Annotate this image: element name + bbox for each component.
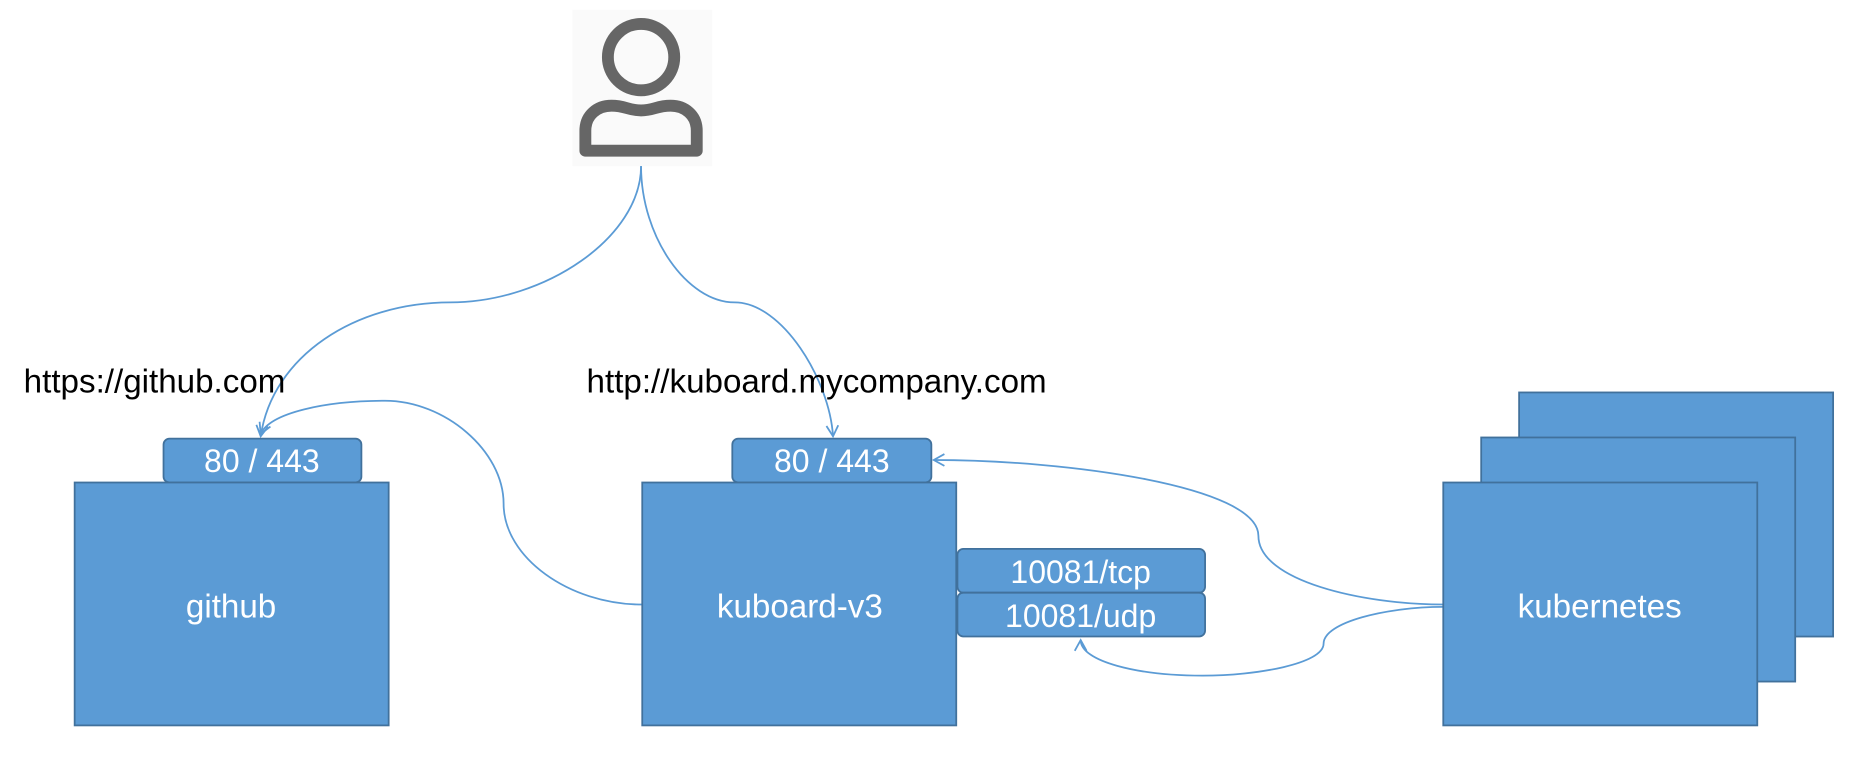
kuboard-udp-tab [956,591,1206,638]
kuboard-label: kuboard-v3 [717,589,883,626]
kubernetes-node: kubernetes [1442,391,1835,727]
kubernetes-to-kuboard-http-link [931,453,1444,606]
kubernetes-to-kuboard-udp-link [1073,606,1444,677]
kubernetes-label: kubernetes [1518,589,1682,626]
kuboard-tcp-label: 10081/tcp [1010,554,1150,590]
kuboard-port-label: 80 / 443 [774,443,890,479]
kuboard-url-label: http://kuboard.mycompany.com [587,363,1047,400]
github-port-label: 80 / 443 [204,443,320,479]
kuboard-node: 80 / 443 kuboard-v3 10081/tcp 10081/udp [641,437,1206,727]
user-to-github-link [255,166,642,439]
github-node: 80 / 443 github [73,437,390,727]
kubernetes-cluster-front [1442,481,1759,727]
kuboard-udp-label: 10081/udp [1005,598,1156,634]
user-icon [572,9,713,167]
github-label: github [186,589,276,626]
user-to-kuboard-link [640,166,840,439]
github-url-label: https://github.com [24,363,286,400]
kuboard-to-github-link [258,399,643,606]
